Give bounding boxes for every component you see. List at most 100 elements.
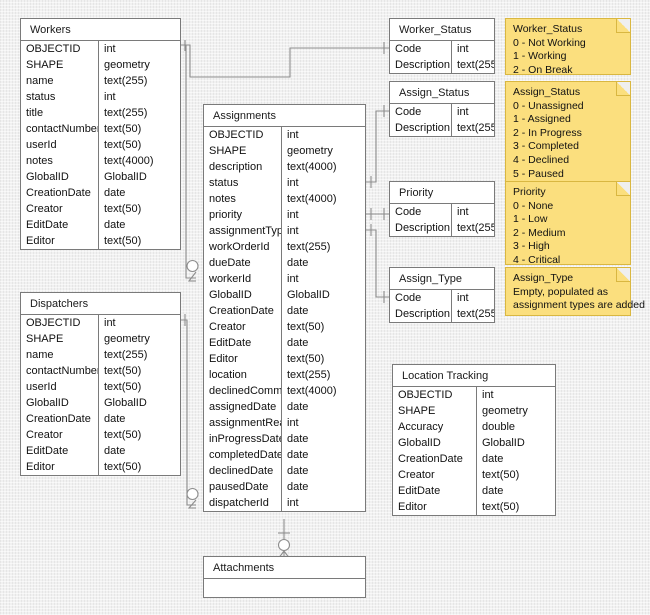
- field-row: name text(255): [21, 73, 180, 89]
- note-line: 2 - On Break: [513, 63, 573, 76]
- field-name: inProgressDate: [204, 431, 282, 447]
- field-name: Creator: [204, 319, 282, 335]
- field-type: geometry: [104, 59, 150, 71]
- field-type: date: [104, 445, 126, 457]
- field-name: OBJECTID: [204, 127, 282, 143]
- field-type: GlobalID: [287, 289, 330, 301]
- field-name: dueDate: [204, 255, 282, 271]
- field-type: text(4000): [287, 161, 337, 173]
- field-type: text(50): [104, 123, 142, 135]
- field-type: geometry: [287, 145, 333, 157]
- field-type: text(50): [104, 203, 142, 215]
- note-line: 4 - Declined: [513, 153, 570, 166]
- field-name: Creator: [21, 427, 99, 443]
- table-title: Dispatchers: [21, 293, 180, 315]
- field-name: workOrderId: [204, 239, 282, 255]
- field-name: userId: [21, 379, 99, 395]
- field-name: CreationDate: [21, 185, 99, 201]
- field-type: int: [287, 209, 299, 221]
- field-name: CreationDate: [21, 411, 99, 427]
- field-name: SHAPE: [204, 143, 282, 159]
- field-type: date: [287, 449, 309, 461]
- table-title: Location Tracking: [393, 365, 555, 387]
- field-row: dueDate date: [204, 255, 365, 271]
- note-title: Assign_Status: [513, 86, 581, 98]
- note-line: 3 - High: [513, 240, 550, 253]
- field-name: Creator: [393, 467, 477, 483]
- field-type: geometry: [104, 333, 150, 345]
- note-line: 5 - Paused: [513, 167, 564, 180]
- field-name: workerId: [204, 271, 282, 287]
- field-name: Code: [390, 41, 452, 57]
- empty-row: [204, 579, 365, 597]
- note-title: Priority: [513, 186, 546, 198]
- field-row: SHAPE geometry: [204, 143, 365, 159]
- field-name: CreationDate: [393, 451, 477, 467]
- field-type: text(255): [104, 107, 148, 119]
- field-type: int: [287, 225, 299, 237]
- table-title: Assignments: [204, 105, 365, 127]
- table-title: Workers: [21, 19, 180, 41]
- field-type: geometry: [482, 405, 528, 417]
- field-name: location: [204, 367, 282, 383]
- field-type: date: [104, 219, 126, 231]
- field-type: text(255): [104, 75, 148, 87]
- field-name: Editor: [393, 499, 477, 515]
- field-name: assignmentRead: [204, 415, 282, 431]
- field-name: GlobalID: [393, 435, 477, 451]
- field-type: date: [287, 257, 309, 269]
- field-name: notes: [204, 191, 282, 207]
- field-type: text(255): [287, 241, 331, 253]
- field-row: assignmentReadint: [204, 415, 365, 431]
- note-line: Empty, populated as: [513, 285, 608, 298]
- note-line: 0 - None: [513, 199, 554, 212]
- field-type: GlobalID: [104, 397, 147, 409]
- field-name: name: [21, 73, 99, 89]
- note-line: 3 - Completed: [513, 140, 579, 153]
- field-type: text(50): [104, 429, 142, 441]
- field-type: date: [482, 485, 504, 497]
- field-name: Description: [390, 120, 452, 136]
- entity-table-attachments[interactable]: Attachments: [203, 556, 366, 598]
- field-type: double: [482, 421, 516, 433]
- field-name: declinedDate: [204, 463, 282, 479]
- field-name: Code: [390, 204, 452, 220]
